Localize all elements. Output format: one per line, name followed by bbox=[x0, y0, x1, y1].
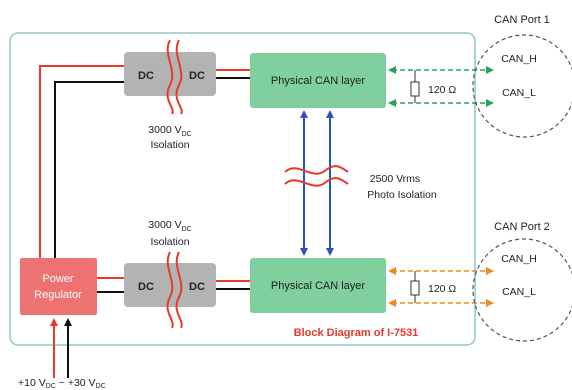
photo-isolation-label: Photo Isolation bbox=[367, 189, 437, 201]
can-port-1: CAN Port 1 CAN_H CAN_L bbox=[472, 14, 572, 138]
photo-isolation-voltage: 2500 Vrms bbox=[370, 173, 420, 185]
dc-converter-top: DC DC bbox=[124, 39, 216, 115]
module-frame bbox=[9, 32, 476, 346]
power-regulator-line2: Regulator bbox=[34, 289, 82, 301]
can-layer-bottom: Physical CAN layer bbox=[250, 258, 386, 313]
can-bus-top: 120 Ω bbox=[388, 66, 494, 107]
can-layer-label: Physical CAN layer bbox=[271, 280, 365, 292]
port-1-can-h: CAN_H bbox=[501, 53, 537, 65]
resistor-label: 120 Ω bbox=[428, 283, 456, 295]
port-2-can-h: CAN_H bbox=[501, 253, 537, 265]
input-voltage-range: +10 VDC ~ +30 VDC bbox=[18, 377, 106, 390]
port-1-title: CAN Port 1 bbox=[494, 14, 550, 26]
isolation-top-voltage: 3000 VDC bbox=[148, 124, 191, 138]
dc-label: DC bbox=[189, 281, 205, 293]
power-regulator: Power Regulator bbox=[20, 258, 97, 315]
port-1-can-l: CAN_L bbox=[502, 87, 536, 99]
can-layer-label: Physical CAN layer bbox=[271, 75, 365, 87]
photo-isolation-barrier bbox=[284, 165, 349, 187]
dc-label: DC bbox=[138, 281, 154, 293]
dc-label: DC bbox=[189, 70, 205, 82]
dc-label: DC bbox=[138, 70, 154, 82]
port-2-can-l: CAN_L bbox=[502, 286, 536, 298]
can-layer-top: Physical CAN layer bbox=[250, 53, 386, 108]
can-bus-bottom: 120 Ω bbox=[388, 267, 494, 307]
port-2-title: CAN Port 2 bbox=[494, 221, 550, 233]
isolation-bottom-label: Isolation bbox=[150, 236, 189, 248]
isolation-top-label: Isolation bbox=[150, 139, 189, 151]
power-regulator-line1: Power bbox=[42, 273, 74, 285]
diagram-caption: Block Diagram of I-7531 bbox=[294, 327, 419, 339]
resistor-label: 120 Ω bbox=[428, 84, 456, 96]
can-port-2: CAN Port 2 CAN_H CAN_L bbox=[472, 221, 572, 342]
power-wiring bbox=[39, 65, 250, 378]
isolation-bottom-voltage: 3000 VDC bbox=[148, 219, 191, 233]
dc-converter-bottom: DC DC bbox=[124, 251, 216, 329]
